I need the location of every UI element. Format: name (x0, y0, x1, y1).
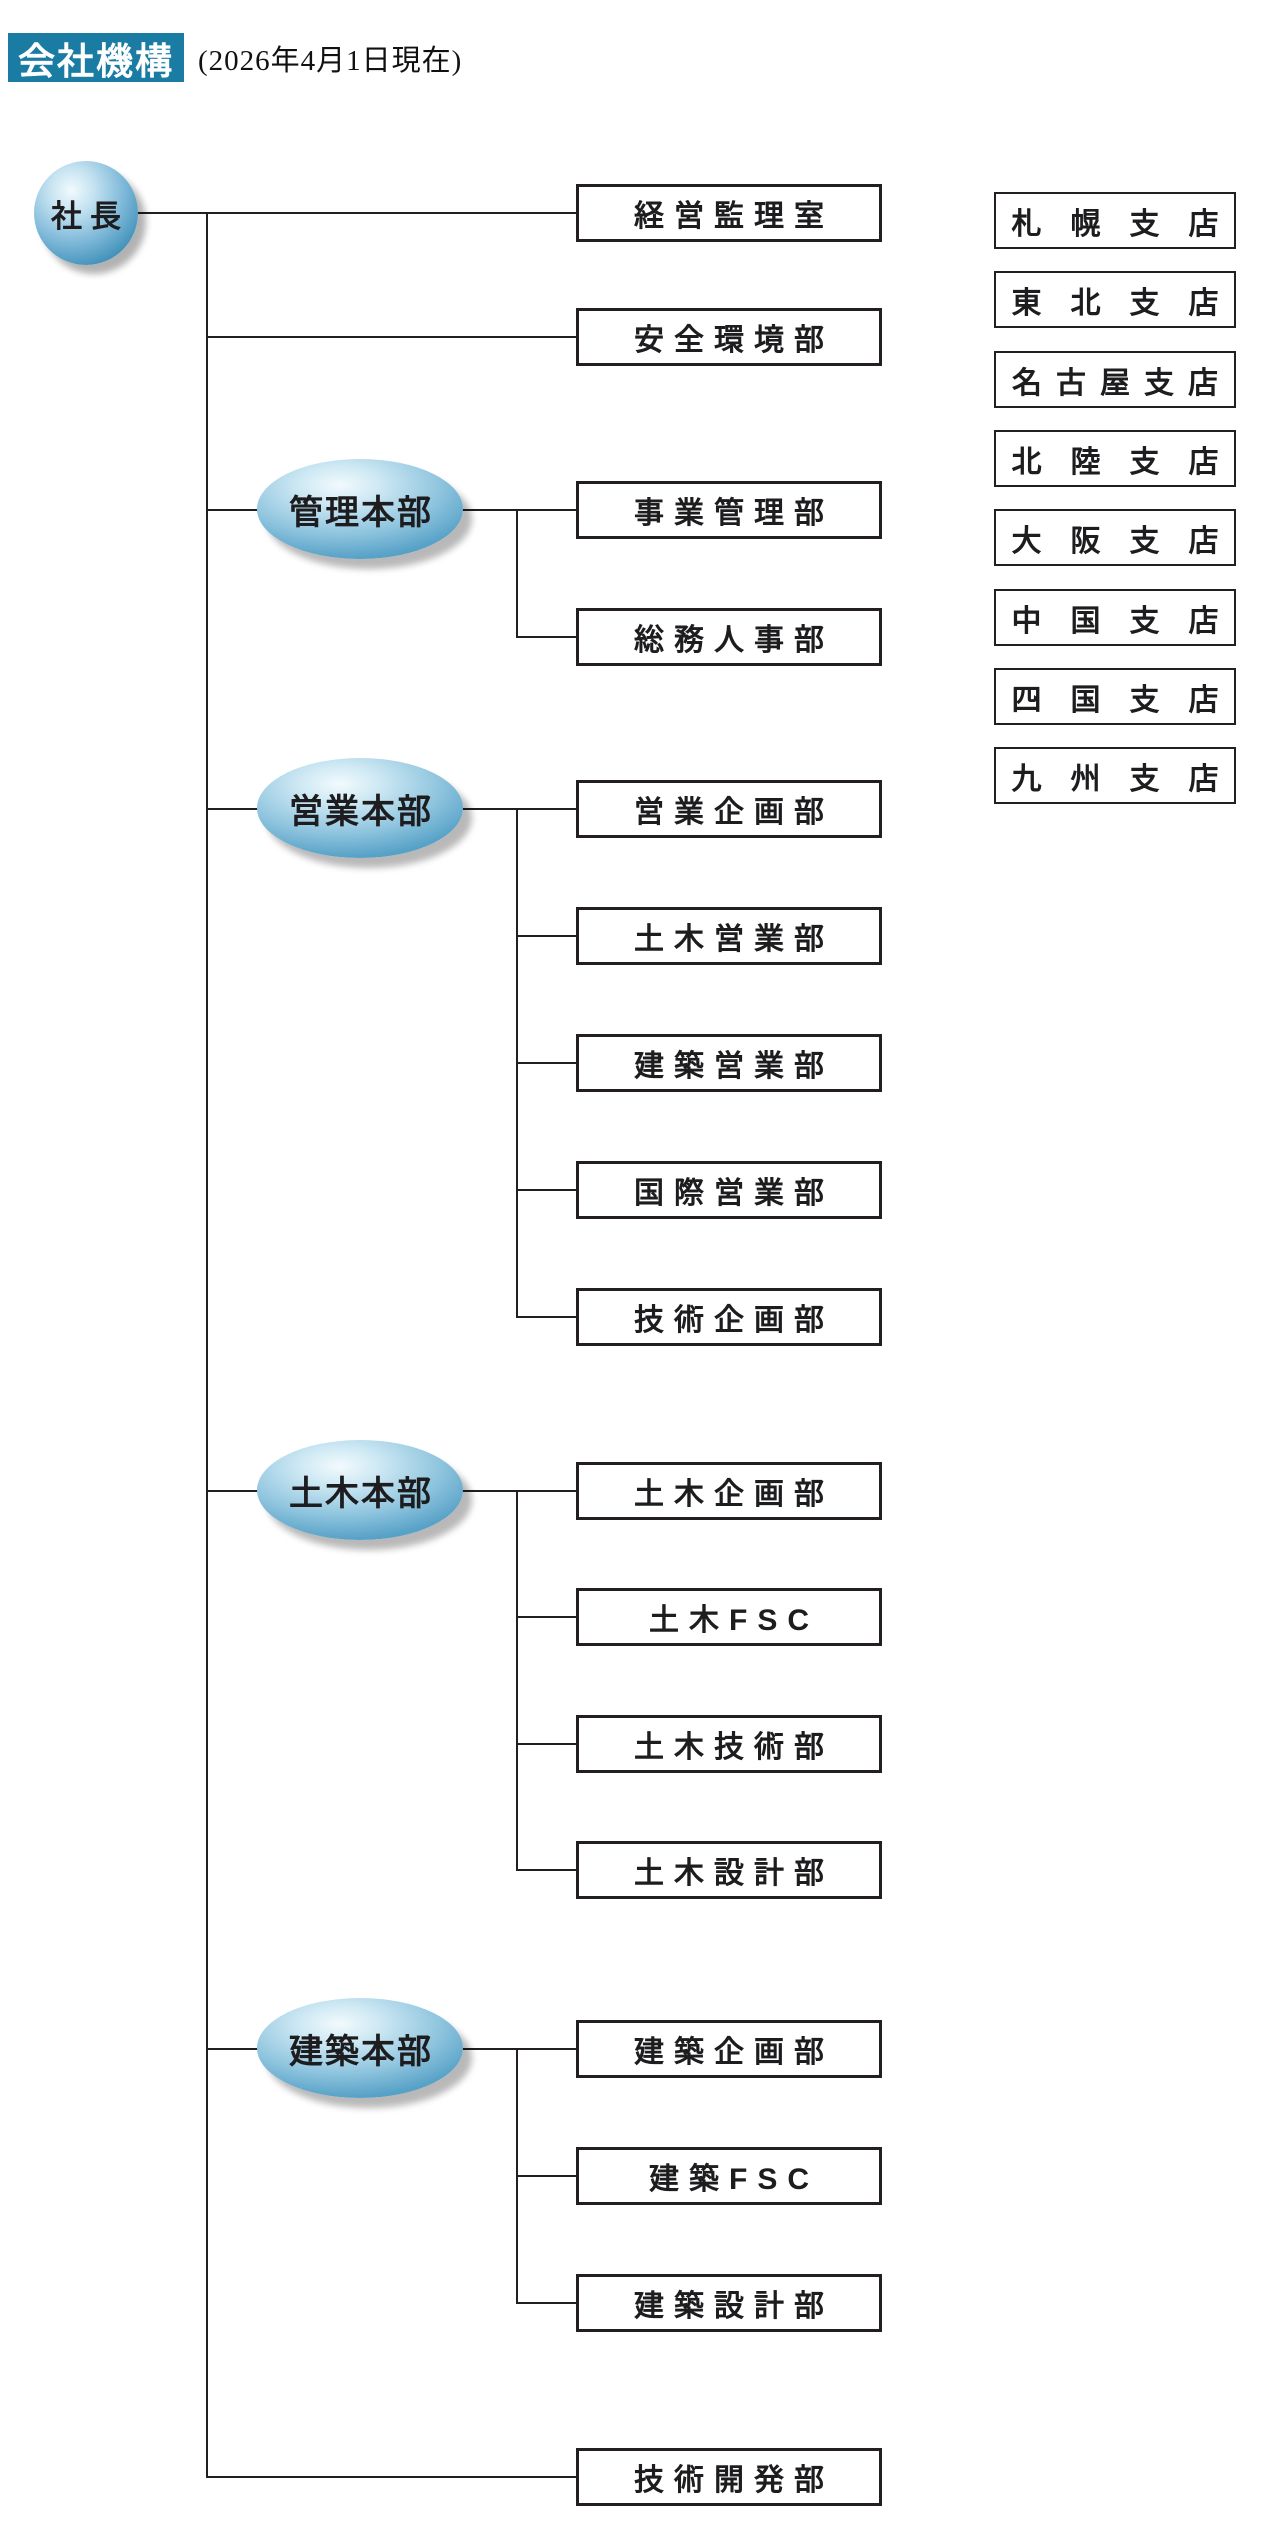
node-dept-kenchiku-kikaku: 建築企画部 (576, 2020, 882, 2078)
page-title-badge: 会社機構 (8, 33, 184, 82)
dept-label: 総務人事部 (634, 624, 834, 657)
dept-label: 土木FSC (649, 1604, 819, 1637)
branch-label: 大阪支店 (1011, 524, 1248, 558)
connector-kanri-child-1 (516, 636, 576, 638)
node-division-eigyo: 営業本部 (257, 758, 463, 858)
connector-kanri-sub (516, 509, 518, 637)
division-label: 建築本部 (289, 2032, 433, 2071)
node-division-kenchiku: 建築本部 (257, 1998, 463, 2098)
branch-label: 札幌支店 (1011, 207, 1248, 241)
connector-doboku-child-1 (516, 1616, 576, 1618)
connector-doboku-child-3 (516, 1869, 576, 1871)
node-dept-anzen-kankyo: 安全環境部 (576, 308, 882, 366)
dept-label: 土木設計部 (634, 1857, 834, 1890)
node-branch-shikoku: 四国支店 (994, 668, 1236, 725)
branch-label: 北陸支店 (1011, 445, 1248, 479)
date-note: (2026年4月1日現在) (198, 44, 463, 77)
node-dept-doboku-sekkei: 土木設計部 (576, 1841, 882, 1899)
node-dept-doboku-fsc: 土木FSC (576, 1588, 882, 1646)
node-dept-gijutsu-kikaku: 技術企画部 (576, 1288, 882, 1346)
dept-label: 安全環境部 (634, 324, 834, 357)
dept-label: 土木企画部 (634, 1478, 834, 1511)
connector-kenchiku-right (460, 2048, 576, 2050)
president-label: 社長 (51, 198, 129, 234)
dept-label: 建築設計部 (634, 2290, 834, 2323)
node-dept-kenchiku-eigyo: 建築営業部 (576, 1034, 882, 1092)
page-title: 会社機構 (18, 40, 174, 82)
connector-kenchiku-child-1 (516, 2175, 576, 2177)
dept-label: 建築FSC (649, 2163, 819, 2196)
connector-trunk (206, 212, 208, 2478)
connector-eigyo-child-4 (516, 1316, 576, 1318)
dept-label: 建築企画部 (634, 2036, 834, 2069)
node-dept-keiei-kanri: 経営監理室 (576, 184, 882, 242)
division-label: 営業本部 (289, 792, 433, 831)
dept-label: 経営監理室 (634, 200, 834, 233)
node-dept-doboku-eigyo: 土木営業部 (576, 907, 882, 965)
connector-eigyo-child-3 (516, 1189, 576, 1191)
node-branch-chugoku: 中国支店 (994, 589, 1236, 646)
connector-eigyo-right (460, 808, 576, 810)
connector-doboku-child-2 (516, 1743, 576, 1745)
dept-label: 建築営業部 (634, 1050, 834, 1083)
node-dept-jigyo-kanri: 事業管理部 (576, 481, 882, 539)
node-branch-nagoya: 名古屋支店 (994, 351, 1236, 408)
branch-label: 名古屋支店 (1012, 366, 1232, 400)
dept-label: 技術企画部 (634, 1304, 834, 1337)
node-dept-kokusai-eigyo: 国際営業部 (576, 1161, 882, 1219)
connector-eigyo-child-1 (516, 935, 576, 937)
connector-bottom-row (207, 2476, 576, 2478)
connector-doboku-left (207, 1490, 259, 1492)
node-dept-somu-jinji: 総務人事部 (576, 608, 882, 666)
dept-label: 営業企画部 (634, 796, 834, 829)
connector-doboku-right (460, 1490, 576, 1492)
node-dept-kenchiku-fsc: 建築FSC (576, 2147, 882, 2205)
connector-kenchiku-left (207, 2048, 259, 2050)
branch-label: 東北支店 (1011, 286, 1248, 320)
node-president: 社長 (34, 161, 138, 265)
connector-president-row (86, 212, 576, 214)
dept-label: 国際営業部 (634, 1177, 834, 1210)
node-dept-gijutsu-kaihatsu: 技術開発部 (576, 2448, 882, 2506)
branch-label: 九州支店 (1011, 762, 1248, 796)
division-label: 管理本部 (289, 493, 433, 532)
node-branch-osaka: 大阪支店 (994, 509, 1236, 566)
connector-doboku-sub (516, 1490, 518, 1871)
node-division-kanri: 管理本部 (257, 459, 463, 559)
node-dept-doboku-kikaku: 土木企画部 (576, 1462, 882, 1520)
dept-label: 土木技術部 (634, 1731, 834, 1764)
division-label: 土木本部 (289, 1474, 433, 1513)
node-dept-kenchiku-sekkei: 建築設計部 (576, 2274, 882, 2332)
node-dept-doboku-gijutsu: 土木技術部 (576, 1715, 882, 1773)
dept-label: 事業管理部 (634, 497, 834, 530)
node-dept-eigyo-kikaku: 営業企画部 (576, 780, 882, 838)
branch-label: 四国支店 (1011, 683, 1248, 717)
connector-kanri-left (207, 509, 259, 511)
dept-label: 技術開発部 (634, 2464, 834, 2497)
node-division-doboku: 土木本部 (257, 1440, 463, 1540)
node-branch-tohoku: 東北支店 (994, 271, 1236, 328)
node-branch-sapporo: 札幌支店 (994, 192, 1236, 249)
node-branch-hokuriku: 北陸支店 (994, 430, 1236, 487)
connector-eigyo-left (207, 808, 259, 810)
branch-label: 中国支店 (1011, 604, 1248, 638)
node-branch-kyushu: 九州支店 (994, 747, 1236, 804)
dept-label: 土木営業部 (634, 923, 834, 956)
connector-kanri-right (460, 509, 576, 511)
connector-safety-row (207, 336, 576, 338)
connector-kenchiku-child-2 (516, 2302, 576, 2304)
connector-eigyo-child-2 (516, 1062, 576, 1064)
